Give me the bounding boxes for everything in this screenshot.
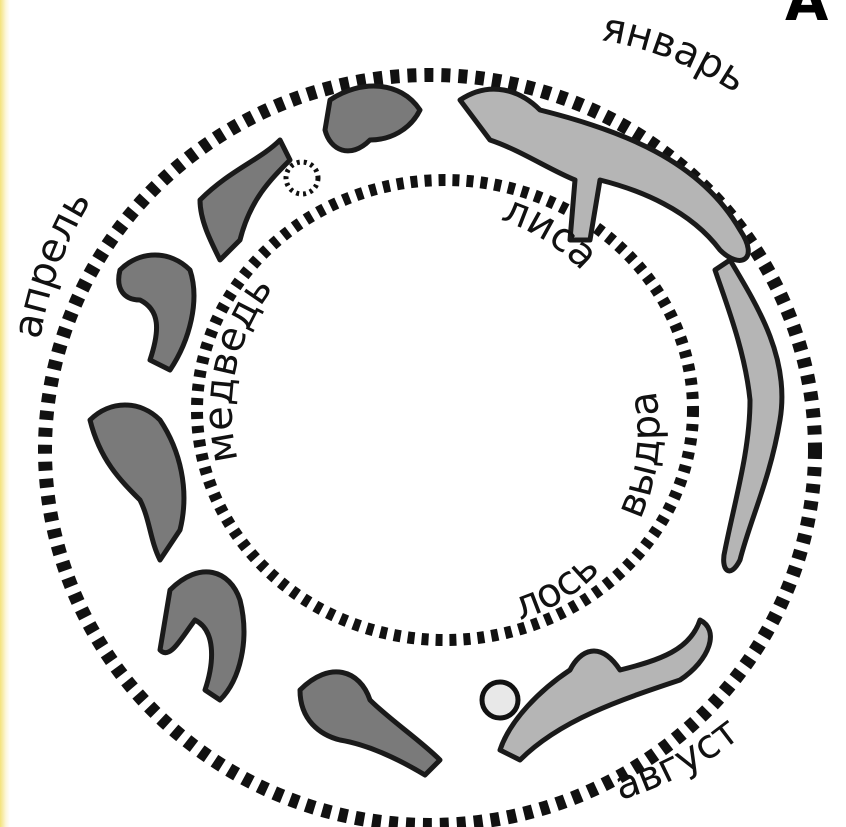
animal-label-bear: медведь [195, 267, 281, 466]
wolf-figure [119, 255, 194, 370]
animal-label-otter: выдра [607, 389, 670, 524]
dotted-sun-icon [286, 162, 318, 194]
otter-figure [715, 260, 782, 571]
animal-label-elk: лось [507, 544, 607, 630]
bear-figure [90, 405, 184, 560]
month-label-august: август [609, 708, 748, 810]
inner-ring [197, 180, 693, 640]
month-label-april: апрель [4, 182, 100, 342]
corner-glyph: A [785, 0, 829, 34]
fox-figure [460, 89, 748, 260]
sun-disc-icon [482, 682, 518, 718]
deer-figure [300, 672, 440, 775]
bird-figure [325, 86, 420, 151]
month-label-january: январь [598, 4, 755, 102]
horse-figure [160, 572, 244, 700]
